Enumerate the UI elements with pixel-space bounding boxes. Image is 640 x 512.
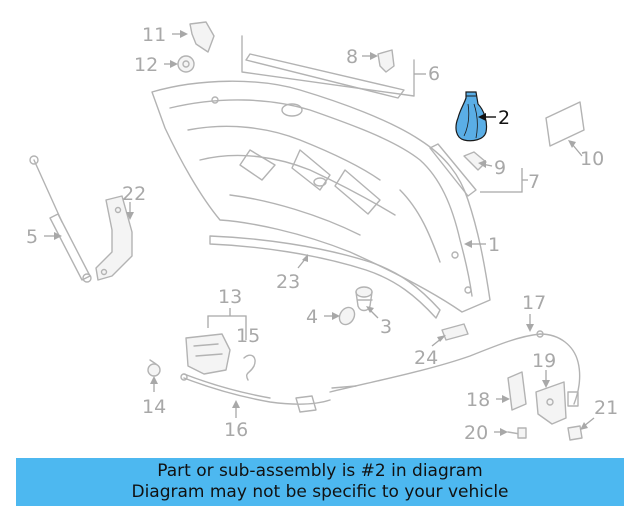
svg-text:4: 4: [306, 306, 318, 328]
part-19-handle: [535, 381, 567, 425]
part-7-strip: [429, 143, 477, 197]
parts-diagram: 1 2 3 4 5: [26, 21, 618, 444]
svg-text:9: 9: [494, 157, 506, 179]
callout-19: 19: [532, 350, 556, 388]
part-8-clip: [377, 49, 395, 73]
svg-text:19: 19: [532, 350, 556, 372]
svg-text:1: 1: [488, 234, 500, 256]
svg-text:16: 16: [224, 419, 248, 441]
banner-line-1: Part or sub-assembly is #2 in diagram: [157, 461, 483, 481]
part-13-latch: [185, 333, 231, 375]
svg-text:8: 8: [346, 46, 358, 68]
part-15-clip: [243, 354, 256, 381]
svg-text:24: 24: [414, 347, 438, 369]
callout-15: 15: [236, 325, 260, 347]
callout-14: 14: [142, 376, 166, 418]
callout-20: 20: [464, 422, 508, 444]
callout-6: 6: [414, 63, 440, 85]
callout-1: 1: [464, 234, 500, 256]
part-18-bracket: [507, 371, 527, 411]
part-24-pad: [441, 323, 469, 341]
part-20-bolt: [507, 427, 527, 439]
part-23-seal: [209, 235, 441, 319]
svg-text:20: 20: [464, 422, 488, 444]
part-5-strut: [29, 155, 92, 283]
svg-text:23: 23: [276, 271, 300, 293]
hood-panel: [151, 80, 491, 313]
callout-16: 16: [224, 400, 248, 441]
part-16-cable: [180, 373, 331, 413]
callout-22: 22: [122, 183, 146, 220]
part-10-label: [545, 101, 585, 147]
part-17-cable: [329, 330, 581, 407]
callout-23: 23: [276, 254, 308, 293]
svg-text:7: 7: [528, 171, 540, 193]
callout-11: 11: [142, 24, 188, 46]
part-22-hinge: [95, 195, 133, 281]
part-3-bumper: [355, 286, 373, 312]
part-9-clip: [463, 151, 487, 171]
svg-text:5: 5: [26, 226, 38, 248]
callout-5: 5: [26, 226, 62, 248]
callout-9: 9: [478, 157, 506, 179]
callout-3: 3: [366, 306, 392, 338]
callout-21: 21: [580, 397, 618, 430]
svg-text:22: 22: [122, 183, 146, 205]
callout-17: 17: [522, 292, 546, 332]
svg-text:10: 10: [580, 148, 604, 170]
svg-text:12: 12: [134, 54, 158, 76]
svg-text:6: 6: [428, 63, 440, 85]
svg-text:14: 14: [142, 396, 166, 418]
part-6-bracket: [241, 35, 415, 99]
svg-text:2: 2: [498, 107, 510, 129]
part-21-nut: [567, 425, 583, 441]
callout-4: 4: [306, 306, 340, 328]
callout-8: 8: [346, 46, 378, 68]
banner-line-2: Diagram may not be specific to your vehi…: [131, 482, 509, 502]
svg-text:15: 15: [236, 325, 260, 347]
part-12-grommet: [177, 55, 195, 73]
info-banner: Part or sub-assembly is #2 in diagram Di…: [16, 458, 624, 506]
svg-text:18: 18: [466, 389, 490, 411]
part-4-plug: [338, 306, 356, 326]
callout-12: 12: [134, 54, 178, 76]
callout-2: 2: [478, 107, 510, 129]
svg-text:11: 11: [142, 24, 166, 46]
svg-text:13: 13: [218, 286, 242, 308]
callout-13: 13: [207, 286, 247, 340]
callout-7: 7: [480, 168, 540, 193]
part-11-clip: [189, 21, 215, 53]
svg-text:21: 21: [594, 397, 618, 419]
callout-18: 18: [466, 389, 510, 411]
svg-text:3: 3: [380, 316, 392, 338]
callout-10: 10: [568, 140, 604, 170]
svg-text:17: 17: [522, 292, 546, 314]
part-14-bolt: [147, 359, 161, 377]
callout-24: 24: [414, 335, 446, 369]
